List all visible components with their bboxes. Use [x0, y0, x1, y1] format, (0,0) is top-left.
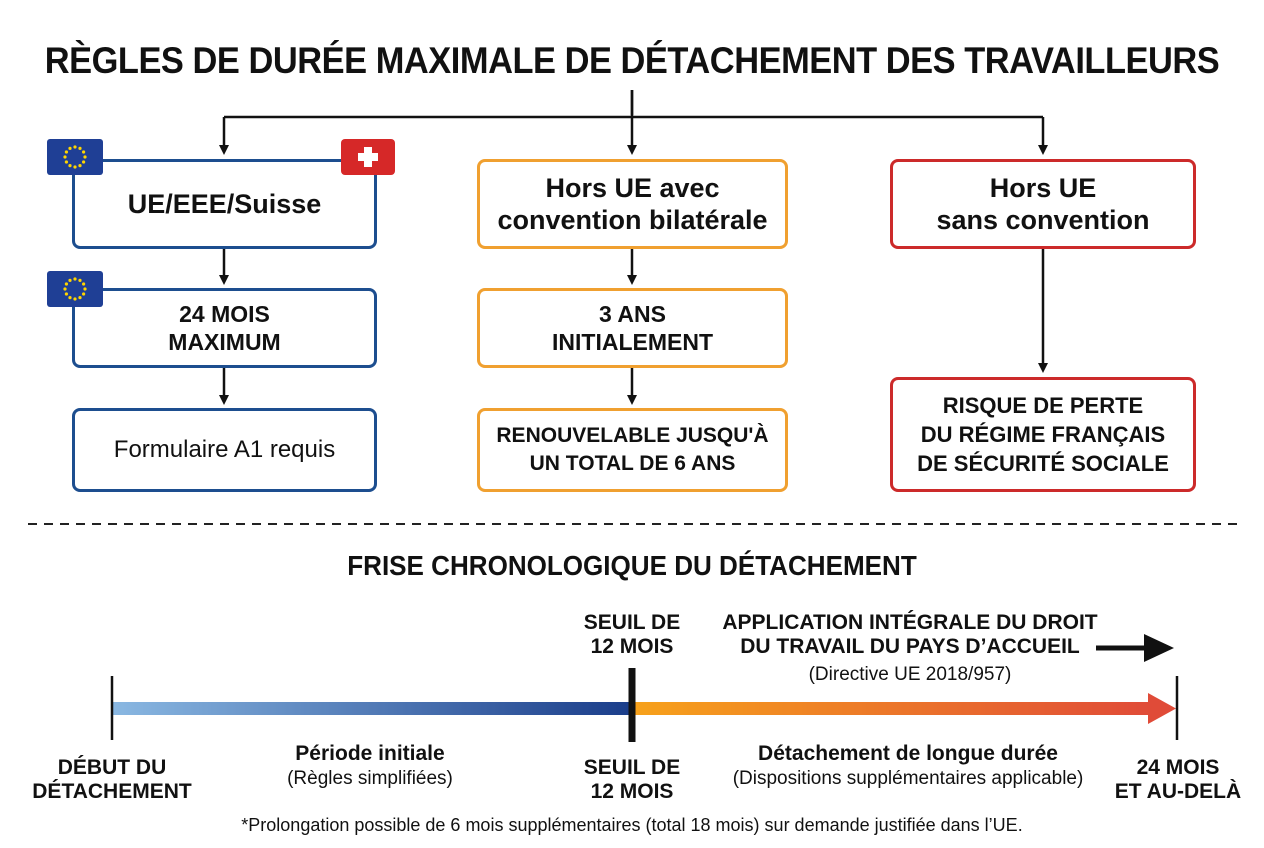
threshold-bottom-label: SEUIL DE 12 MOIS [583, 756, 681, 803]
social-security-risk-box: RISQUE DE PERTE DU RÉGIME FRANÇAIS DE SÉ… [890, 377, 1196, 492]
risk-line1: RISQUE DE PERTE [942, 393, 1144, 418]
eu-max-duration-box: 24 MOIS MAXIMUM [72, 288, 377, 368]
eu-flag-icon [47, 271, 103, 307]
risk-line3: DE SÉCURITÉ SOCIALE [917, 451, 1169, 476]
renewable-box: RENOUVELABLE JUSQU'À UN TOTAL DE 6 ANS [477, 408, 788, 492]
long-duration-title: Détachement de longue durée [758, 742, 1058, 765]
end-label: 24 MOIS ET AU-DELÀ [1114, 756, 1242, 803]
bilateral-line1: Hors UE avec [545, 173, 720, 203]
application-label: APPLICATION INTÉGRALE DU DROIT DU TRAVAI… [722, 611, 1098, 658]
eu-max-duration-line2: MAXIMUM [168, 329, 281, 355]
renewable-line1: RENOUVELABLE JUSQU'À [496, 424, 769, 447]
initial-period-title: Période initiale [295, 742, 445, 765]
eu-eee-swiss-box: UE/EEE/Suisse [72, 159, 377, 249]
initial-duration-box: 3 ANS INITIALEMENT [477, 288, 788, 368]
renewable-line2: UN TOTAL DE 6 ANS [529, 452, 736, 475]
timeline-title: FRISE CHRONOLOGIQUE DU DÉTACHEMENT [347, 550, 917, 581]
long-duration-bar [632, 702, 1150, 715]
risk-line2: DU RÉGIME FRANÇAIS [920, 422, 1166, 447]
swiss-flag-icon [341, 139, 395, 175]
threshold-top-label: SEUIL DE 12 MOIS [583, 611, 681, 658]
initial-duration-line1: 3 ANS [599, 301, 666, 327]
no-convention-line2: sans convention [936, 205, 1150, 235]
eu-flag-icon [47, 139, 103, 175]
no-convention-box: Hors UE sans convention [890, 159, 1196, 249]
long-duration-note: (Dispositions supplémentaires applicable… [732, 768, 1084, 789]
bilateral-line2: convention bilatérale [497, 205, 768, 235]
footnote: *Prolongation possible de 6 mois supplém… [241, 815, 1023, 835]
bilateral-convention-box: Hors UE avec convention bilatérale [477, 159, 788, 249]
a1-form-box: Formulaire A1 requis [72, 408, 377, 492]
initial-duration-line2: INITIALEMENT [552, 329, 713, 355]
arrow-right-icon [1096, 634, 1174, 662]
start-label: DÉBUT DU DÉTACHEMENT [32, 756, 192, 803]
initial-period-bar [112, 702, 632, 715]
page-title: RÈGLES DE DURÉE MAXIMALE DE DÉTACHEMENT … [44, 40, 1220, 81]
a1-form-label: Formulaire A1 requis [113, 436, 336, 463]
timeline-arrowhead [1148, 693, 1176, 724]
eu-eee-swiss-label: UE/EEE/Suisse [127, 189, 322, 219]
initial-period-note: (Règles simplifiées) [287, 768, 453, 789]
directive-label: (Directive UE 2018/957) [808, 664, 1012, 685]
eu-max-duration-line1: 24 MOIS [179, 301, 270, 327]
no-convention-line1: Hors UE [989, 173, 1097, 203]
